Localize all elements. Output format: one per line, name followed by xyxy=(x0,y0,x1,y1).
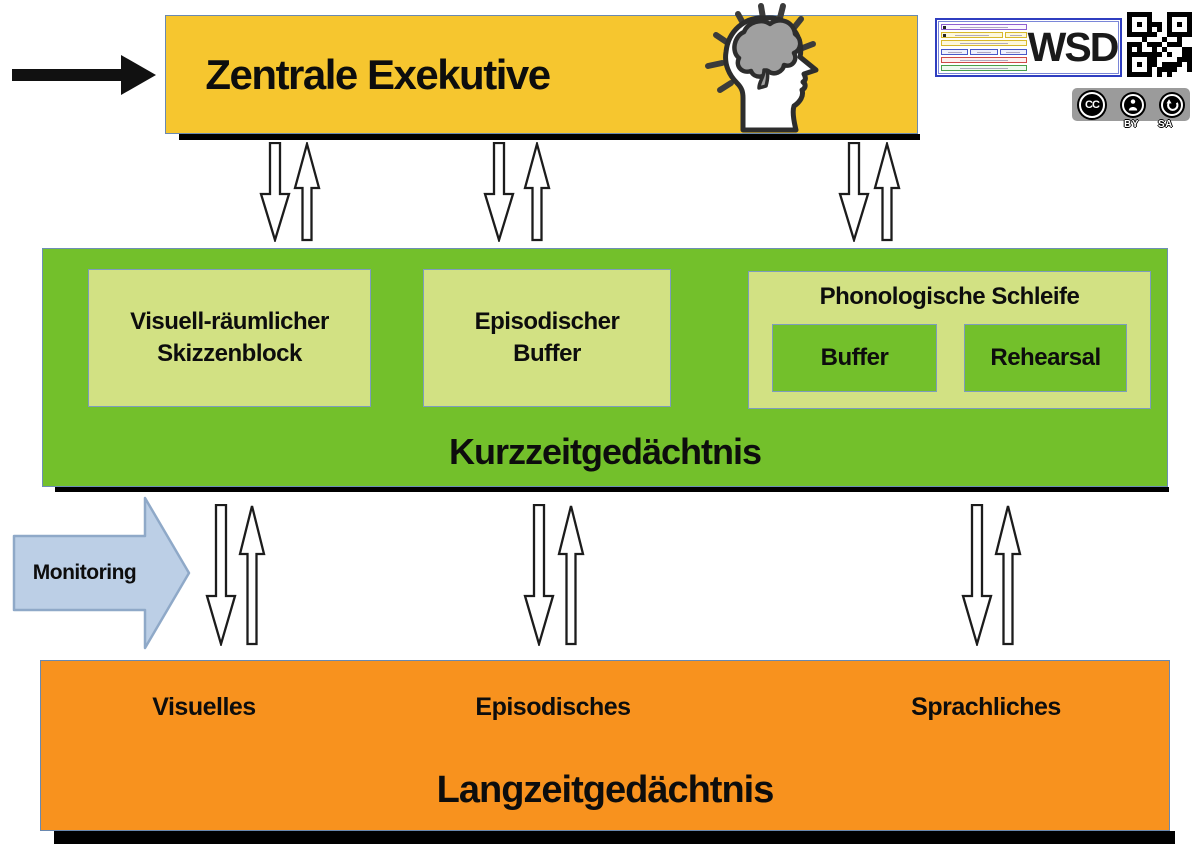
brain-head-icon xyxy=(705,3,819,133)
wsd-mini-diagram-icon xyxy=(941,23,1027,72)
cc-logo-icon: CC xyxy=(1077,89,1107,120)
right-arrow-icon xyxy=(12,55,156,95)
cc-sa-arrow-icon xyxy=(1159,91,1185,118)
episodic-buffer-box: Episodischer Buffer xyxy=(423,269,671,407)
cc-sa-label: SA xyxy=(1158,119,1173,130)
ltm-visual-label: Visuelles xyxy=(152,693,256,721)
episodic-buffer-line2: Buffer xyxy=(513,340,581,367)
monitoring-arrow xyxy=(12,496,191,650)
short-term-memory-box: Visuell-räumlicher Skizzenblock Episodis… xyxy=(42,248,1168,487)
visuospatial-line1: Visuell-räumlicher xyxy=(130,307,329,335)
cc-license-badge: CC xyxy=(1072,88,1190,121)
long-term-memory-box: Visuelles Episodisches Sprachliches Lang… xyxy=(40,660,1170,831)
episodic-buffer-line1: Episodischer xyxy=(474,307,620,335)
cc-by-person-icon xyxy=(1120,91,1146,118)
ltm-verbal-label: Sprachliches xyxy=(911,693,1061,721)
up-arrow-icon xyxy=(994,505,1022,646)
visuospatial-sketchpad-box: Visuell-räumlicher Skizzenblock xyxy=(88,269,371,407)
qr-code xyxy=(1127,12,1192,77)
phonological-loop-title: Phonologische Schleife xyxy=(819,283,1080,310)
phonological-loop-box: Phonologische Schleife Buffer Rehearsal xyxy=(748,271,1151,409)
wsd-logo-inner: WSD xyxy=(938,21,1119,74)
up-arrow-icon xyxy=(238,505,266,646)
central-executive-label: Zentrale Exekutive xyxy=(205,50,551,98)
central-executive-shadow xyxy=(179,134,920,140)
down-arrow-icon xyxy=(961,504,993,646)
short-term-memory-label: Kurzzeitgedächtnis xyxy=(448,431,762,472)
up-arrow-icon xyxy=(873,142,901,242)
ltm-episodic-label: Episodisches xyxy=(475,693,631,721)
down-arrow-icon xyxy=(205,504,237,646)
phono-rehearsal-box: Rehearsal xyxy=(964,324,1127,392)
down-arrow-icon xyxy=(259,142,291,242)
cc-by-label: BY xyxy=(1124,119,1139,130)
down-arrow-icon xyxy=(523,504,555,646)
short-term-shadow xyxy=(55,487,1169,492)
up-arrow-icon xyxy=(293,142,321,242)
down-arrow-icon xyxy=(483,142,515,242)
phono-buffer-box: Buffer xyxy=(772,324,937,392)
up-arrow-icon xyxy=(557,505,585,646)
wsd-logo-text: WSD xyxy=(1027,24,1120,70)
visuospatial-line2: Skizzenblock xyxy=(157,340,302,367)
wsd-logo: WSD xyxy=(935,18,1122,77)
long-term-shadow xyxy=(54,831,1175,844)
up-arrow-icon xyxy=(523,142,551,242)
monitoring-label: Monitoring xyxy=(32,561,137,584)
long-term-memory-label: Langzeitgedächtnis xyxy=(436,769,775,811)
down-arrow-icon xyxy=(838,142,870,242)
